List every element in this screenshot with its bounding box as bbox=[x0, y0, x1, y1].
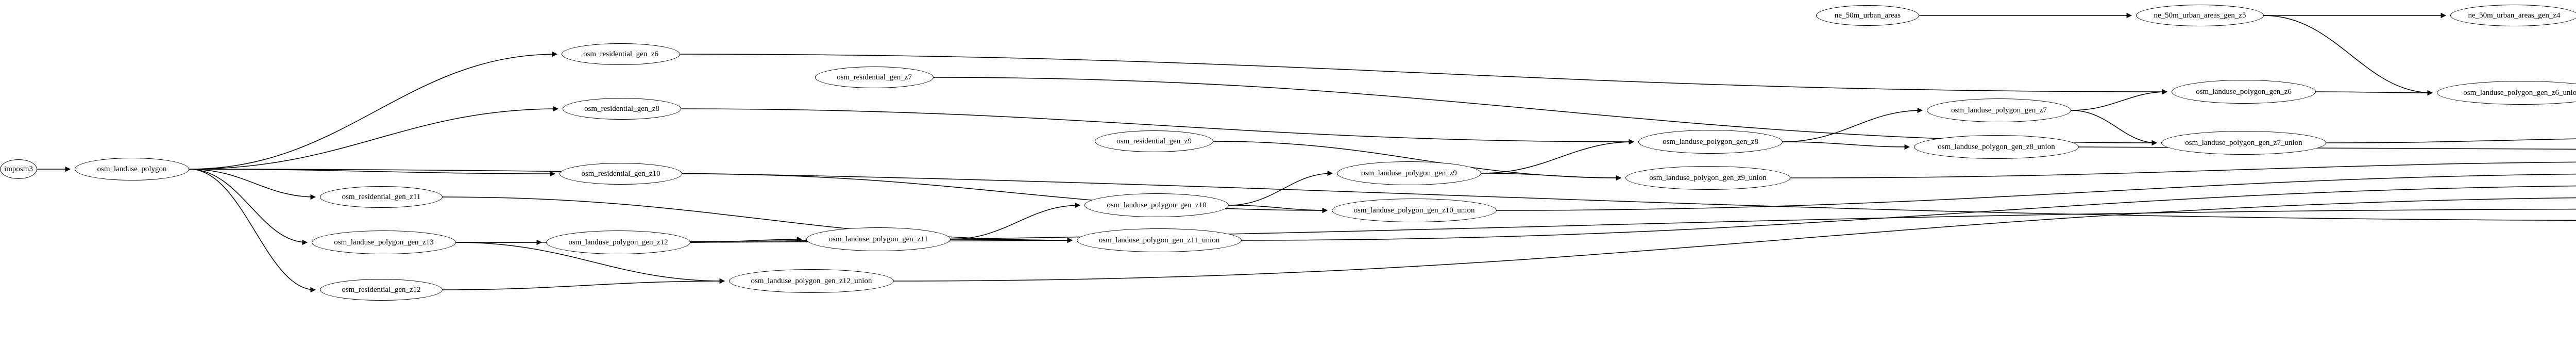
graph-node-label: osm_landuse_polygon_gen_z10 bbox=[1107, 201, 1207, 209]
graph-node-label: osm_residential_gen_z10 bbox=[581, 169, 660, 178]
graph-edge-osm_landuse_polygon_gen_z9--to--osm_landuse_polygon_gen_z8 bbox=[1481, 139, 1635, 174]
graph-edge-osm_landuse_polygon_gen_z7_union--to--layer_landuse.z7 bbox=[2326, 138, 2576, 143]
graph-edge-osm_landuse_polygon--to--osm_residential_gen_z8 bbox=[189, 106, 559, 170]
graph-node-label: osm_landuse_polygon_gen_z7_union bbox=[2185, 138, 2302, 147]
graph-node-label: osm_residential_gen_z8 bbox=[584, 104, 659, 113]
graph-node-osm_landuse_polygon_gen_z8[interactable]: osm_landuse_polygon_gen_z8 bbox=[1638, 130, 1783, 154]
graph-edge-osm_landuse_polygon_gen_z12_union--to--layer_landuse.z12 bbox=[893, 197, 2576, 282]
graph-edge-osm_landuse_polygon_gen_z11--to--osm_landuse_polygon_gen_z10 bbox=[950, 202, 1081, 240]
graph-edge-osm_landuse_polygon_gen_z6--to--osm_landuse_polygon_gen_z6_union bbox=[2315, 90, 2433, 96]
graph-node-label: osm_landuse_polygon_gen_z8_union bbox=[1938, 142, 2055, 151]
graph-node-osm_residential_gen_z11[interactable]: osm_residential_gen_z11 bbox=[320, 186, 443, 208]
graph-node-osm_landuse_polygon_gen_z8_union[interactable]: osm_landuse_polygon_gen_z8_union bbox=[1914, 135, 2079, 159]
graph-edge-osm_landuse_polygon--to--osm_landuse_polygon_gen_z13 bbox=[189, 169, 308, 245]
graph-edge-osm_residential_gen_z6--to--osm_landuse_polygon_gen_z6 bbox=[680, 54, 2168, 95]
graph-node-label: osm_residential_gen_z11 bbox=[342, 192, 421, 201]
graph-edge-osm_landuse_polygon_gen_z8_union--to--layer_landuse.z8 bbox=[2078, 146, 2576, 150]
graph-node-ne_50m_urban_areas_gen_z5[interactable]: ne_50m_urban_areas_gen_z5 bbox=[2136, 5, 2264, 26]
graph-node-osm_residential_gen_z12[interactable]: osm_residential_gen_z12 bbox=[320, 279, 443, 301]
graph-edge-osm_landuse_polygon_gen_z13--to--layer_landuse.z13 bbox=[455, 208, 2576, 243]
graph-edge-osm_residential_gen_z11--to--osm_landuse_polygon_gen_z11_union bbox=[442, 196, 1073, 243]
graph-node-label: osm_residential_gen_z12 bbox=[342, 285, 421, 294]
graph-node-osm_landuse_polygon_gen_z9[interactable]: osm_landuse_polygon_gen_z9 bbox=[1337, 161, 1481, 185]
graph-node-label: imposm3 bbox=[4, 164, 33, 173]
graph-node-label: osm_landuse_polygon_gen_z11 bbox=[828, 235, 928, 243]
graph-node-osm_residential_gen_z10[interactable]: osm_residential_gen_z10 bbox=[560, 163, 682, 185]
graph-node-label: osm_landuse_polygon_gen_z12_union bbox=[751, 276, 872, 285]
graph-node-label: osm_landuse_polygon_gen_z6_union bbox=[2463, 88, 2576, 97]
graph-node-osm_landuse_polygon_gen_z6[interactable]: osm_landuse_polygon_gen_z6 bbox=[2172, 80, 2316, 104]
graph-edge-osm_residential_gen_z12--to--osm_landuse_polygon_gen_z12_union bbox=[442, 278, 725, 290]
graph-node-imposm3[interactable]: imposm3 bbox=[0, 159, 37, 179]
graph-node-osm_landuse_polygon_gen_z10_union[interactable]: osm_landuse_polygon_gen_z10_union bbox=[1332, 199, 1497, 222]
graph-node-label: osm_residential_gen_z9 bbox=[1116, 137, 1192, 145]
graph-node-label: osm_residential_gen_z7 bbox=[837, 73, 912, 81]
graph-node-osm_residential_gen_z7[interactable]: osm_residential_gen_z7 bbox=[815, 67, 934, 88]
graph-node-osm_landuse_polygon_gen_z6_union[interactable]: osm_landuse_polygon_gen_z6_union bbox=[2437, 81, 2576, 105]
graph-edge-osm_landuse_polygon_gen_z7--to--osm_landuse_polygon_gen_z6 bbox=[2071, 89, 2168, 111]
graph-edge-osm_landuse_polygon_gen_z10--to--osm_landuse_polygon_gen_z10_union bbox=[1228, 205, 1328, 213]
graph-node-osm_residential_gen_z8[interactable]: osm_residential_gen_z8 bbox=[563, 98, 681, 120]
graph-node-ne_50m_urban_areas[interactable]: ne_50m_urban_areas bbox=[1816, 5, 1919, 26]
graph-node-osm_landuse_polygon_gen_z12[interactable]: osm_landuse_polygon_gen_z12 bbox=[546, 231, 690, 254]
graph-node-osm_landuse_polygon_gen_z12_union[interactable]: osm_landuse_polygon_gen_z12_union bbox=[729, 269, 894, 293]
graph-edge-osm_landuse_polygon_gen_z10_union--to--layer_landuse.z10 bbox=[1496, 173, 2576, 211]
graph-node-osm_residential_gen_z9[interactable]: osm_residential_gen_z9 bbox=[1095, 130, 1213, 152]
graph-node-ne_50m_urban_areas_gen_z4[interactable]: ne_50m_urban_areas_gen_z4 bbox=[2450, 5, 2576, 26]
graph-edge-ne_50m_urban_areas_gen_z5--to--osm_landuse_polygon_gen_z6_union bbox=[2263, 15, 2433, 96]
graph-node-osm_landuse_polygon_gen_z9_union[interactable]: osm_landuse_polygon_gen_z9_union bbox=[1625, 166, 1790, 190]
graph-edge-osm_landuse_polygon--to--osm_residential_gen_z6 bbox=[189, 51, 558, 170]
graph-node-label: osm_landuse_polygon_gen_z7 bbox=[1951, 106, 2047, 114]
graph-node-label: osm_landuse_polygon bbox=[97, 164, 167, 173]
graph-node-osm_residential_gen_z6[interactable]: osm_residential_gen_z6 bbox=[562, 43, 680, 65]
graph-node-osm_landuse_polygon_gen_z11_union[interactable]: osm_landuse_polygon_gen_z11_union bbox=[1077, 228, 1242, 252]
graph-edge-osm_landuse_polygon--to--osm_residential_gen_z11 bbox=[189, 169, 316, 200]
graph-node-osm_landuse_polygon_gen_z13[interactable]: osm_landuse_polygon_gen_z13 bbox=[312, 231, 456, 254]
graph-node-label: ne_50m_urban_areas_gen_z5 bbox=[2154, 11, 2246, 20]
graph-node-label: osm_landuse_polygon_gen_z6 bbox=[2196, 87, 2292, 96]
graph-node-osm_landuse_polygon_gen_z10[interactable]: osm_landuse_polygon_gen_z10 bbox=[1084, 193, 1229, 217]
graph-edge-osm_landuse_polygon_gen_z13--to--osm_landuse_polygon_gen_z12_union bbox=[455, 242, 725, 284]
graph-node-osm_landuse_polygon_gen_z11[interactable]: osm_landuse_polygon_gen_z11 bbox=[806, 227, 951, 251]
graph-node-label: ne_50m_urban_areas bbox=[1834, 11, 1901, 20]
graph-node-label: osm_landuse_polygon_gen_z10_union bbox=[1353, 206, 1475, 215]
graph-edge-osm_landuse_polygon_gen_z11_union--to--layer_landuse.z11 bbox=[1241, 185, 2576, 241]
graph-edge-osm_landuse_polygon_gen_z8--to--osm_landuse_polygon_gen_z8_union bbox=[1782, 141, 1910, 150]
graph-edge-osm_residential_gen_z8--to--osm_landuse_polygon_gen_z8 bbox=[681, 108, 1635, 145]
graph-node-label: osm_landuse_polygon_gen_z9 bbox=[1361, 169, 1457, 177]
graph-node-label: osm_residential_gen_z6 bbox=[583, 50, 658, 58]
graph-edge-osm_landuse_polygon_gen_z9_union--to--layer_landuse.z9 bbox=[1790, 161, 2576, 178]
graph-edge-osm_landuse_polygon_gen_z7--to--osm_landuse_polygon_gen_z7_union bbox=[2071, 110, 2158, 146]
graph-node-label: osm_landuse_polygon_gen_z9_union bbox=[1649, 173, 1767, 182]
graph-edge-osm_landuse_polygon_gen_z8--to--osm_landuse_polygon_gen_z7 bbox=[1782, 107, 1923, 142]
graph-node-label: osm_landuse_polygon_gen_z13 bbox=[334, 238, 434, 246]
graph-node-label: osm_landuse_polygon_gen_z11_union bbox=[1098, 236, 1220, 244]
graph-edge-osm_landuse_polygon_gen_z10--to--osm_landuse_polygon_gen_z9 bbox=[1228, 170, 1333, 206]
graph-node-osm_landuse_polygon[interactable]: osm_landuse_polygon bbox=[75, 158, 189, 180]
graph-node-osm_landuse_polygon_gen_z7[interactable]: osm_landuse_polygon_gen_z7 bbox=[1927, 98, 2071, 122]
graph-node-label: osm_landuse_polygon_gen_z8 bbox=[1663, 137, 1758, 146]
graph-node-osm_landuse_polygon_gen_z7_union[interactable]: osm_landuse_polygon_gen_z7_union bbox=[2161, 131, 2326, 155]
graph-edge-osm_landuse_polygon_gen_z9--to--osm_landuse_polygon_gen_z9_union bbox=[1481, 173, 1622, 181]
graph-node-label: osm_landuse_polygon_gen_z12 bbox=[568, 238, 668, 246]
graph-edge-osm_landuse_polygon--to--osm_residential_gen_z12 bbox=[189, 169, 316, 293]
graph-node-label: ne_50m_urban_areas_gen_z4 bbox=[2468, 11, 2561, 20]
graph-edge-osm_landuse_polygon_gen_z11--to--osm_landuse_polygon_gen_z11_union bbox=[950, 237, 1073, 243]
